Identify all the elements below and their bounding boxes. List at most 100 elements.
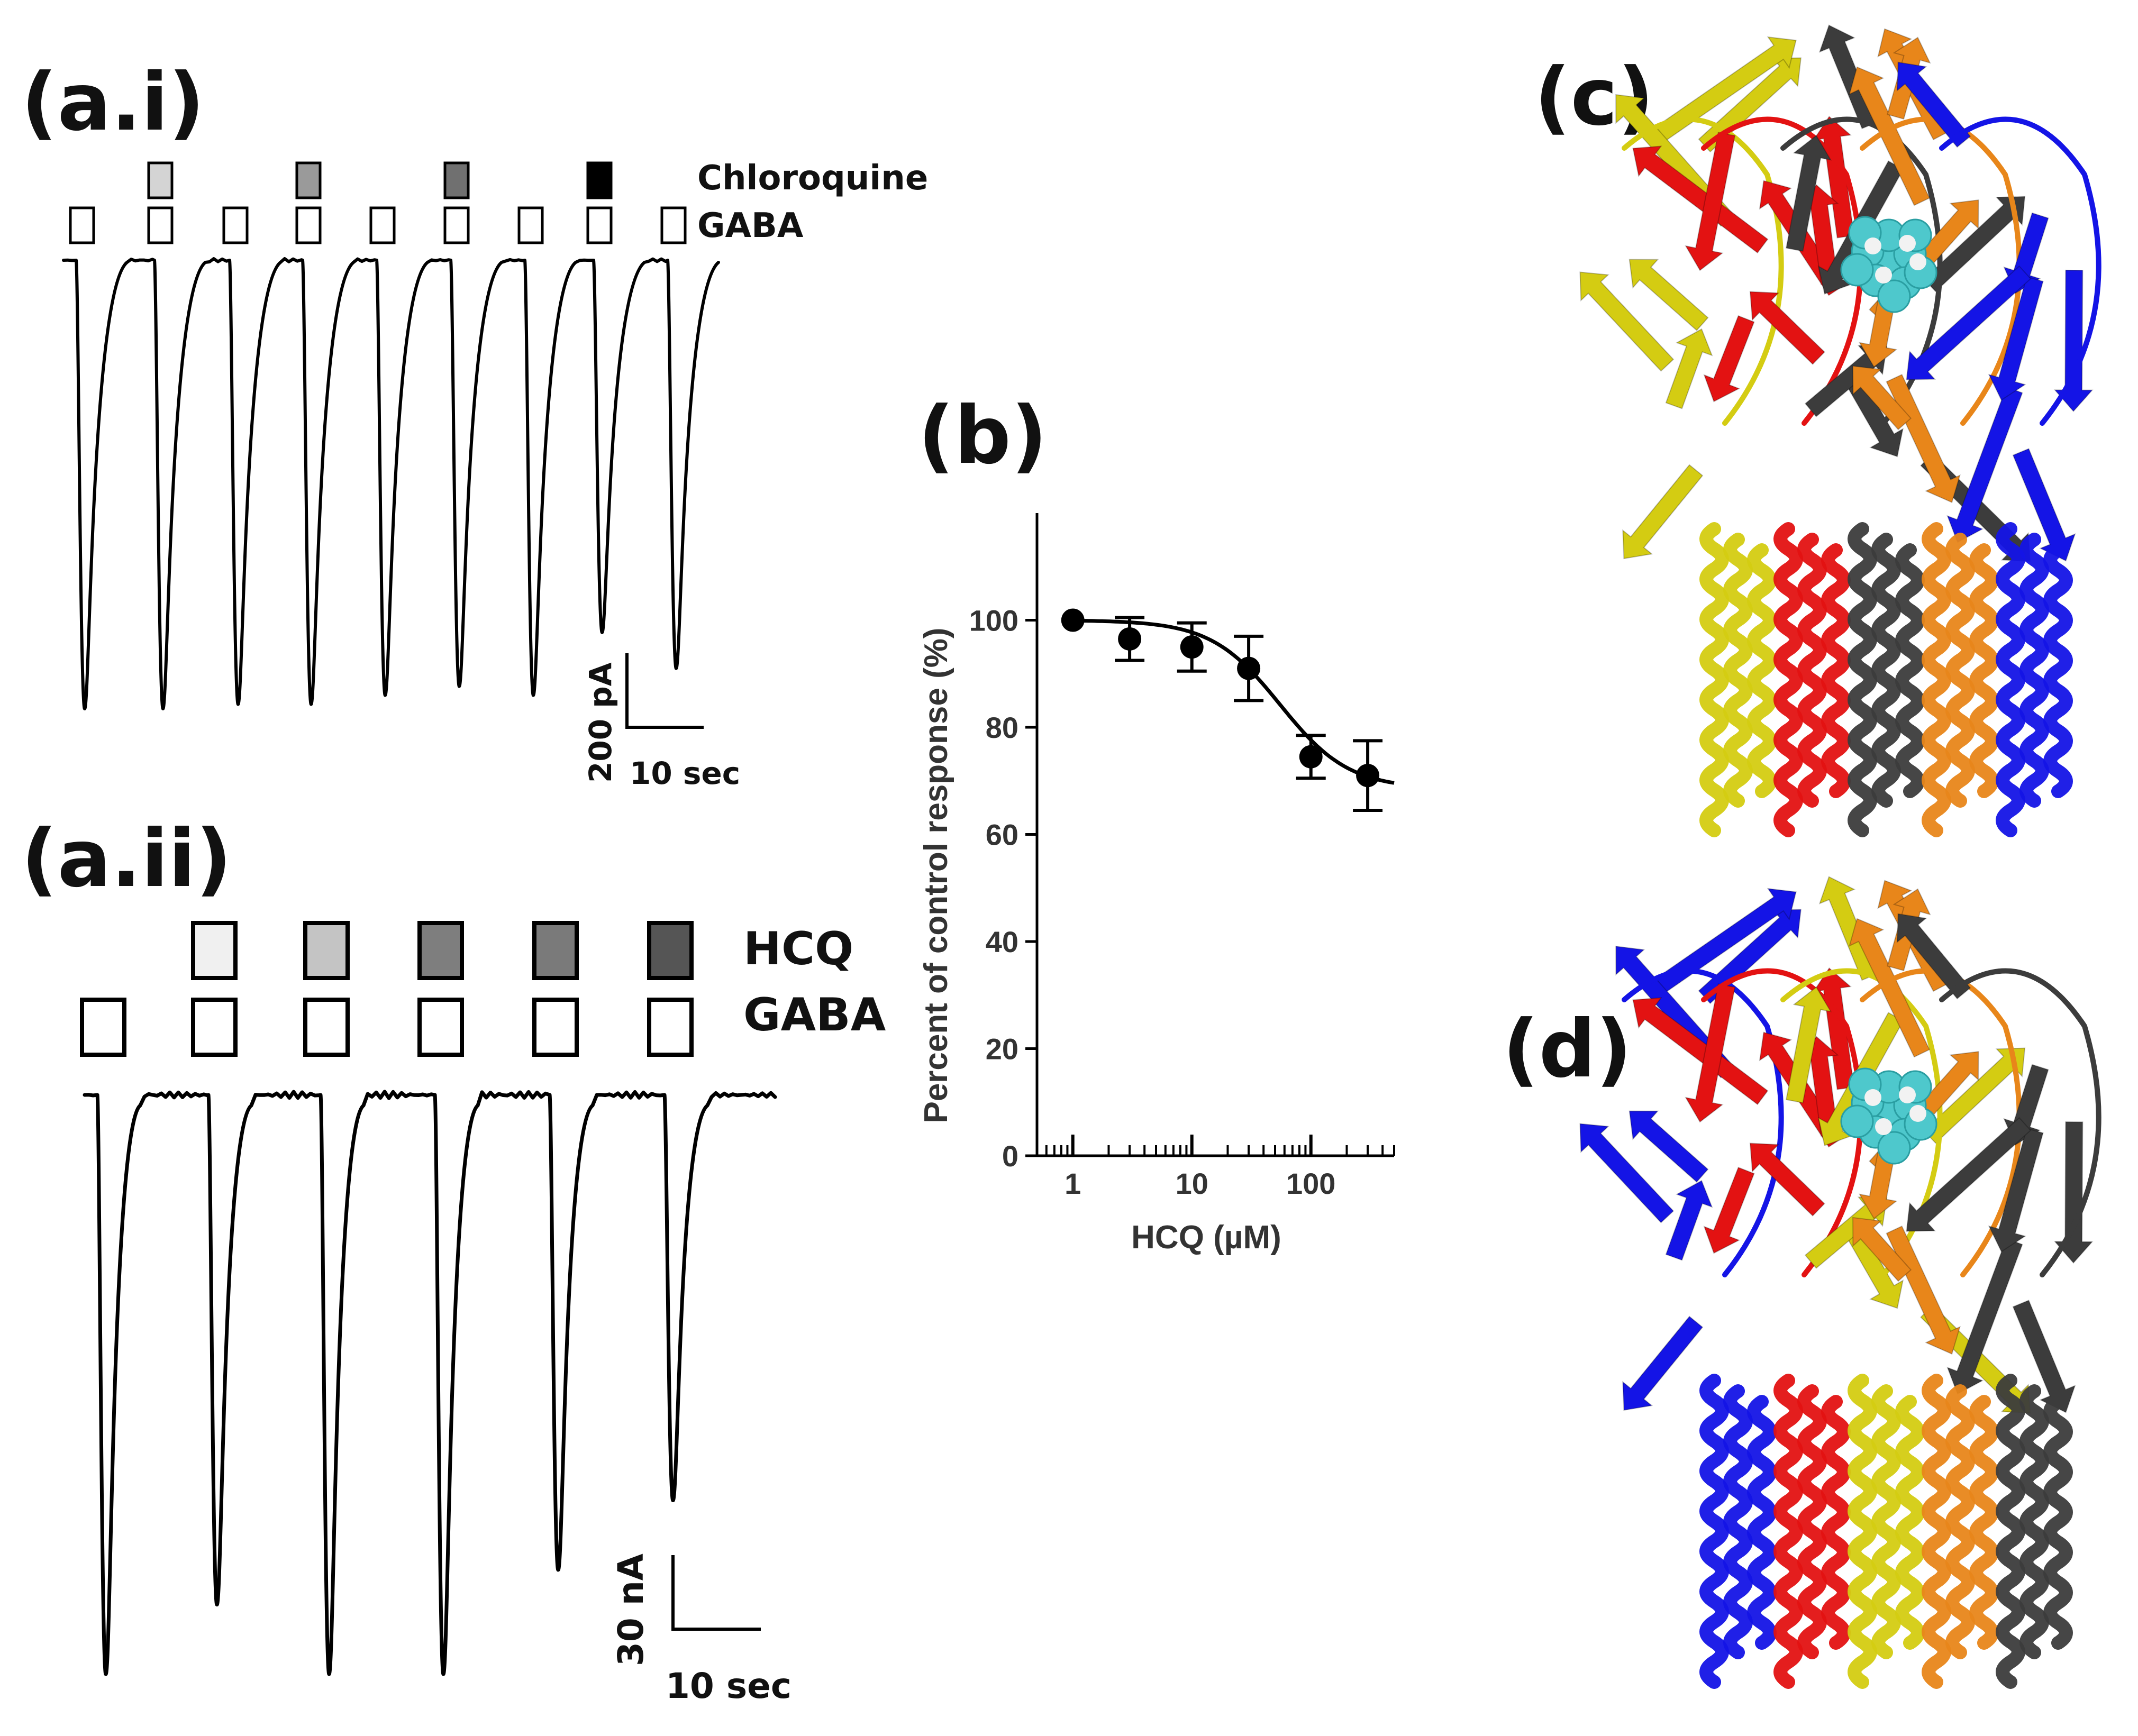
data-point <box>1356 764 1380 788</box>
loop <box>1939 968 2101 1277</box>
beta-strand <box>1665 328 1713 409</box>
beta-strand <box>1749 1143 1825 1217</box>
beta-strand <box>1685 132 1736 271</box>
ligand-atom <box>1877 279 1911 313</box>
beta-strand <box>1628 259 1709 331</box>
gaba-label: GABA <box>697 206 804 245</box>
beta-strand <box>1946 386 2023 543</box>
beta-strand <box>1785 986 1832 1104</box>
loop <box>1701 116 1863 426</box>
beta-strand <box>1785 134 1832 252</box>
loop <box>1939 116 2101 426</box>
x-tick-label: 100 <box>1286 1167 1335 1200</box>
y-tick-label: 40 <box>986 925 1018 958</box>
beta-strand <box>2012 1300 2076 1413</box>
alpha-helix <box>1773 522 1803 837</box>
beta-strand <box>1653 888 1797 994</box>
ligand-atom <box>1840 253 1874 287</box>
drug-box <box>295 161 322 199</box>
x-tick-label: 10 <box>1176 1167 1208 1200</box>
alpha-helix <box>1773 1374 1803 1689</box>
alpha-helix <box>2019 1384 2049 1659</box>
drug-box <box>532 921 579 980</box>
ligand-atom <box>1840 1104 1874 1138</box>
loop <box>1860 968 2022 1277</box>
protein-structure-c <box>1579 24 2101 837</box>
beta-strand <box>1886 1225 1961 1355</box>
fit-curve <box>1072 618 1395 785</box>
ligand-hydrogen <box>1899 235 1916 252</box>
scale-bar-aii: 30 nA 10 sec <box>611 1554 791 1706</box>
beta-strand <box>1946 1238 2023 1395</box>
beta-strand <box>1632 997 1769 1105</box>
beta-strand <box>1653 36 1797 143</box>
alpha-helix <box>1996 522 2025 837</box>
alpha-helix <box>1922 522 1951 837</box>
y-tick-label: 60 <box>986 818 1018 852</box>
drug-box <box>147 161 174 199</box>
panel-label-ai: (a.i) <box>21 57 205 149</box>
alpha-helix <box>1895 1395 1925 1650</box>
y-tick-label: 80 <box>986 711 1018 744</box>
beta-strand <box>1886 373 1961 504</box>
alpha-helix <box>1821 543 1851 798</box>
alpha-helix <box>1797 1384 1827 1659</box>
beta-strand <box>1632 145 1769 254</box>
alpha-helix <box>1699 522 1729 837</box>
gaba-label: GABA <box>743 989 886 1041</box>
alpha-helix <box>1747 543 1777 798</box>
alpha-helix <box>1821 1395 1851 1650</box>
drug-box <box>417 921 464 980</box>
beta-strand <box>1849 918 1931 1058</box>
beta-strand <box>1988 276 2044 401</box>
drug-box <box>647 921 694 980</box>
ligand-hydrogen <box>1875 267 1892 284</box>
chloroquine-application-markers <box>147 161 613 199</box>
beta-strand <box>2012 448 2076 562</box>
y-tick-label: 100 <box>969 604 1018 637</box>
y-axis-label: Percent of control response (%) <box>918 627 954 1123</box>
alpha-helix <box>1996 1374 2025 1689</box>
ligand-atom <box>1877 1131 1911 1165</box>
chloroquine-label: Chloroquine <box>697 159 928 198</box>
gaba-box <box>369 206 396 244</box>
data-point <box>1118 627 1142 651</box>
beta-strand <box>1703 315 1755 403</box>
trace-panel-aii: HCQ GABA 30 nA 10 sec <box>80 921 886 1706</box>
scale-label-current: 30 nA <box>611 1554 651 1666</box>
beta-strand <box>1812 115 1855 239</box>
y-tick-label: 20 <box>986 1033 1018 1066</box>
beta-strand <box>1579 1123 1675 1223</box>
beta-strand <box>1852 1217 1912 1282</box>
ligand-hydrogen <box>1864 1089 1881 1106</box>
gaba-box <box>80 998 126 1057</box>
beta-strand <box>1896 913 1971 1000</box>
data-point <box>1299 745 1323 769</box>
alpha-helix <box>1969 543 1999 798</box>
hcq-application-markers <box>191 921 694 980</box>
alpha-helix <box>1945 1384 1975 1659</box>
gaba-application-markers <box>69 206 687 244</box>
beta-strand <box>1703 1166 1755 1254</box>
ligand-hydrogen <box>1909 253 1926 270</box>
beta-strand <box>1622 464 1704 560</box>
ligand-hydrogen <box>1864 237 1881 254</box>
beta-strand <box>1665 1180 1713 1261</box>
alpha-helix <box>1895 543 1925 798</box>
alpha-helix <box>1699 1374 1729 1689</box>
gaba-application-markers <box>80 998 694 1057</box>
beta-strand <box>1849 66 1931 206</box>
drug-box <box>191 921 238 980</box>
panel-label-aii: (a.ii) <box>21 813 232 905</box>
scale-label-current: 200 pA <box>583 662 618 783</box>
data-point <box>1061 608 1085 632</box>
alpha-helix <box>1922 1374 1951 1689</box>
gaba-box <box>303 998 350 1057</box>
alpha-helix <box>1969 1395 1999 1650</box>
beta-strand <box>1852 365 1912 431</box>
beta-strand <box>1579 271 1675 372</box>
drug-box <box>443 161 470 199</box>
gaba-box <box>191 998 238 1057</box>
